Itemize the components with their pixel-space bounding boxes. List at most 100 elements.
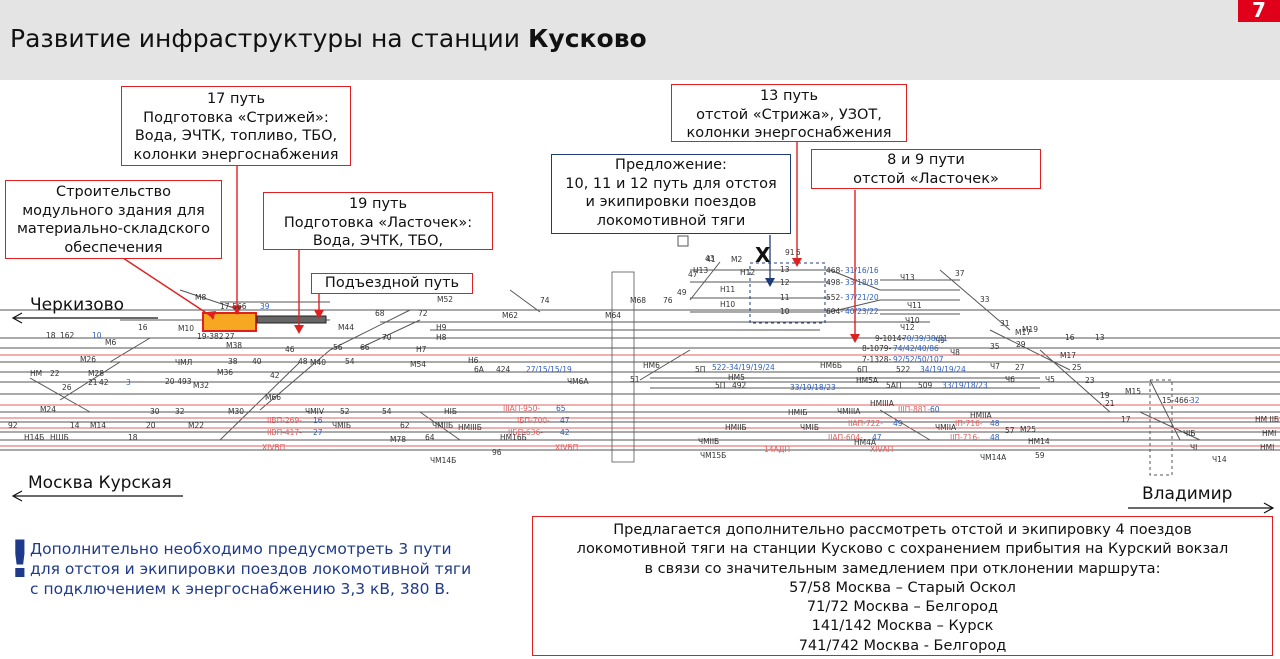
proposal-line-1: Предлагается дополнительно рассмотреть о… bbox=[613, 522, 1192, 538]
callout-building-line-4: обеспечения bbox=[64, 239, 163, 256]
callout-track-17-line-4: колонки энергоснабжения bbox=[133, 146, 339, 163]
proposal-line-2: локомотивной тяги на станции Кусково с с… bbox=[576, 541, 1229, 558]
svg-text:11: 11 bbox=[780, 293, 790, 302]
callout-track-19-line-2: Подготовка «Ласточек»: bbox=[283, 214, 473, 231]
svg-text:5П: 5П bbox=[715, 381, 725, 390]
callout-building-line-1: Строительство bbox=[55, 184, 172, 200]
svg-text:68: 68 bbox=[375, 309, 385, 318]
svg-text:М54: М54 bbox=[410, 360, 426, 369]
direction-cherkizovo: Черкизово bbox=[30, 295, 125, 315]
callout-track-17: 17 путь Подготовка «Стрижей»: Вода, ЭЧТК… bbox=[121, 86, 351, 166]
svg-text:60: 60 bbox=[930, 405, 940, 414]
svg-text:30: 30 bbox=[150, 407, 160, 416]
svg-text:9-1014-: 9-1014- bbox=[875, 334, 905, 343]
svg-text:Н8: Н8 bbox=[436, 333, 447, 342]
svg-text:64: 64 bbox=[425, 433, 435, 442]
svg-text:ЧМ6А: ЧМ6А bbox=[567, 377, 589, 386]
arrow-right-icon bbox=[1128, 502, 1275, 514]
svg-text:42: 42 bbox=[270, 371, 280, 380]
svg-text:509: 509 bbox=[918, 381, 933, 390]
callout-proposal-line-1: Предложение: bbox=[615, 157, 727, 173]
svg-text:70: 70 bbox=[382, 333, 392, 342]
svg-text:Н14Б: Н14Б bbox=[24, 433, 44, 442]
svg-text:10: 10 bbox=[780, 307, 790, 316]
svg-text:Н9: Н9 bbox=[436, 323, 447, 332]
svg-text:М38: М38 bbox=[226, 341, 242, 350]
svg-text:33/19/18/23: 33/19/18/23 bbox=[790, 383, 836, 392]
svg-text:42: 42 bbox=[99, 378, 109, 387]
svg-text:37/21/20: 37/21/20 bbox=[845, 293, 879, 302]
svg-text:43: 43 bbox=[705, 254, 715, 263]
svg-text:33/18/18: 33/18/18 bbox=[845, 278, 879, 287]
svg-text:25: 25 bbox=[1072, 363, 1082, 372]
callout-track-17-line-2: Подготовка «Стрижей»: bbox=[143, 109, 329, 126]
svg-text:42: 42 bbox=[560, 428, 570, 437]
proposal-route-2: 71/72 Москва – Белгород bbox=[806, 599, 999, 616]
svg-text:М66: М66 bbox=[265, 393, 281, 402]
svg-text:26: 26 bbox=[62, 383, 72, 392]
svg-text:ЧМIIА: ЧМIIА bbox=[935, 423, 957, 432]
infrastructure-note: Дополнительно необходимо предусмотреть 3… bbox=[30, 539, 471, 599]
svg-text:38: 38 bbox=[228, 357, 238, 366]
svg-text:31/16/16: 31/16/16 bbox=[845, 266, 879, 275]
svg-text:54: 54 bbox=[345, 357, 355, 366]
svg-text:96: 96 bbox=[492, 448, 502, 457]
svg-text:47: 47 bbox=[688, 270, 698, 279]
svg-text:НМ5А: НМ5А bbox=[856, 376, 879, 385]
svg-text:7-1328-: 7-1328- bbox=[862, 355, 892, 364]
svg-text:468-: 468- bbox=[826, 266, 843, 275]
svg-text:492: 492 bbox=[732, 381, 747, 390]
svg-text:IIIП-881-: IIIП-881- bbox=[898, 405, 930, 414]
svg-text:54: 54 bbox=[382, 407, 392, 416]
svg-text:ЧМIV: ЧМIV bbox=[305, 407, 325, 416]
svg-text:М6: М6 bbox=[105, 338, 116, 347]
svg-text:НМ IIБ: НМ IIБ bbox=[1255, 415, 1279, 424]
svg-text:ЧМ15Б: ЧМ15Б bbox=[700, 451, 726, 460]
svg-text:46: 46 bbox=[285, 345, 295, 354]
svg-text:65: 65 bbox=[556, 404, 566, 413]
callout-track-8-9-line-2: отстой «Ласточек» bbox=[853, 170, 999, 187]
svg-text:92: 92 bbox=[8, 421, 18, 430]
callout-proposal-tracks: Предложение: 10, 11 и 12 путь для отстоя… bbox=[551, 154, 791, 234]
svg-text:5П: 5П bbox=[695, 365, 705, 374]
svg-text:IIАП-722-: IIАП-722- bbox=[848, 419, 883, 428]
callout-access-line-1: Подъездной путь bbox=[324, 275, 460, 291]
page-number-badge: 7 bbox=[1238, 0, 1280, 22]
svg-text:41: 41 bbox=[706, 255, 716, 264]
svg-text:М64: М64 bbox=[605, 311, 621, 320]
page-title: Развитие инфраструктуры на станции Куско… bbox=[10, 24, 647, 53]
svg-text:48: 48 bbox=[298, 357, 308, 366]
svg-text:34/19/19/24: 34/19/19/24 bbox=[920, 365, 966, 374]
svg-text:М17: М17 bbox=[1015, 328, 1031, 337]
svg-text:6П: 6П bbox=[857, 365, 867, 374]
svg-text:13: 13 bbox=[1095, 333, 1105, 342]
svg-text:Н7: Н7 bbox=[416, 345, 427, 354]
proposal-route-3: 141/142 Москва – Курск bbox=[811, 618, 994, 635]
svg-text:48: 48 bbox=[990, 433, 1000, 442]
svg-text:20-493: 20-493 bbox=[165, 377, 192, 386]
svg-text:Ч13: Ч13 bbox=[900, 273, 915, 282]
svg-text:15-466-: 15-466- bbox=[1162, 396, 1192, 405]
callout-track-17-line-3: Вода, ЭЧТК, топливо, ТБО, bbox=[134, 128, 338, 144]
svg-text:Н12: Н12 bbox=[740, 268, 755, 277]
callout-tracks-8-9: 8 и 9 пути отстой «Ласточек» bbox=[811, 149, 1041, 189]
svg-text:76: 76 bbox=[663, 296, 673, 305]
proposal-route-1: 57/58 Москва – Старый Оскол bbox=[789, 579, 1016, 596]
svg-text:М30: М30 bbox=[228, 407, 244, 416]
svg-text:IIIАП-950-: IIIАП-950- bbox=[503, 404, 540, 413]
svg-text:27: 27 bbox=[1015, 363, 1025, 372]
svg-text:604-: 604- bbox=[826, 307, 843, 316]
svg-text:39: 39 bbox=[260, 302, 270, 311]
svg-text:Н10: Н10 bbox=[720, 300, 735, 309]
svg-text:М15: М15 bbox=[1125, 387, 1141, 396]
svg-text:72: 72 bbox=[418, 309, 428, 318]
svg-text:19-382: 19-382 bbox=[197, 332, 224, 341]
svg-text:IБП-700-: IБП-700- bbox=[517, 416, 550, 425]
svg-text:5: 5 bbox=[796, 248, 801, 257]
callout-track-13-line-1: 13 путь bbox=[759, 88, 819, 104]
callout-modular-building: Строительство модульного здания для мате… bbox=[5, 180, 222, 259]
svg-text:74: 74 bbox=[540, 296, 550, 305]
svg-text:Ч11: Ч11 bbox=[907, 301, 922, 310]
svg-text:ЧIБ: ЧIБ bbox=[1183, 429, 1196, 438]
svg-text:92/52/50/107: 92/52/50/107 bbox=[893, 355, 944, 364]
